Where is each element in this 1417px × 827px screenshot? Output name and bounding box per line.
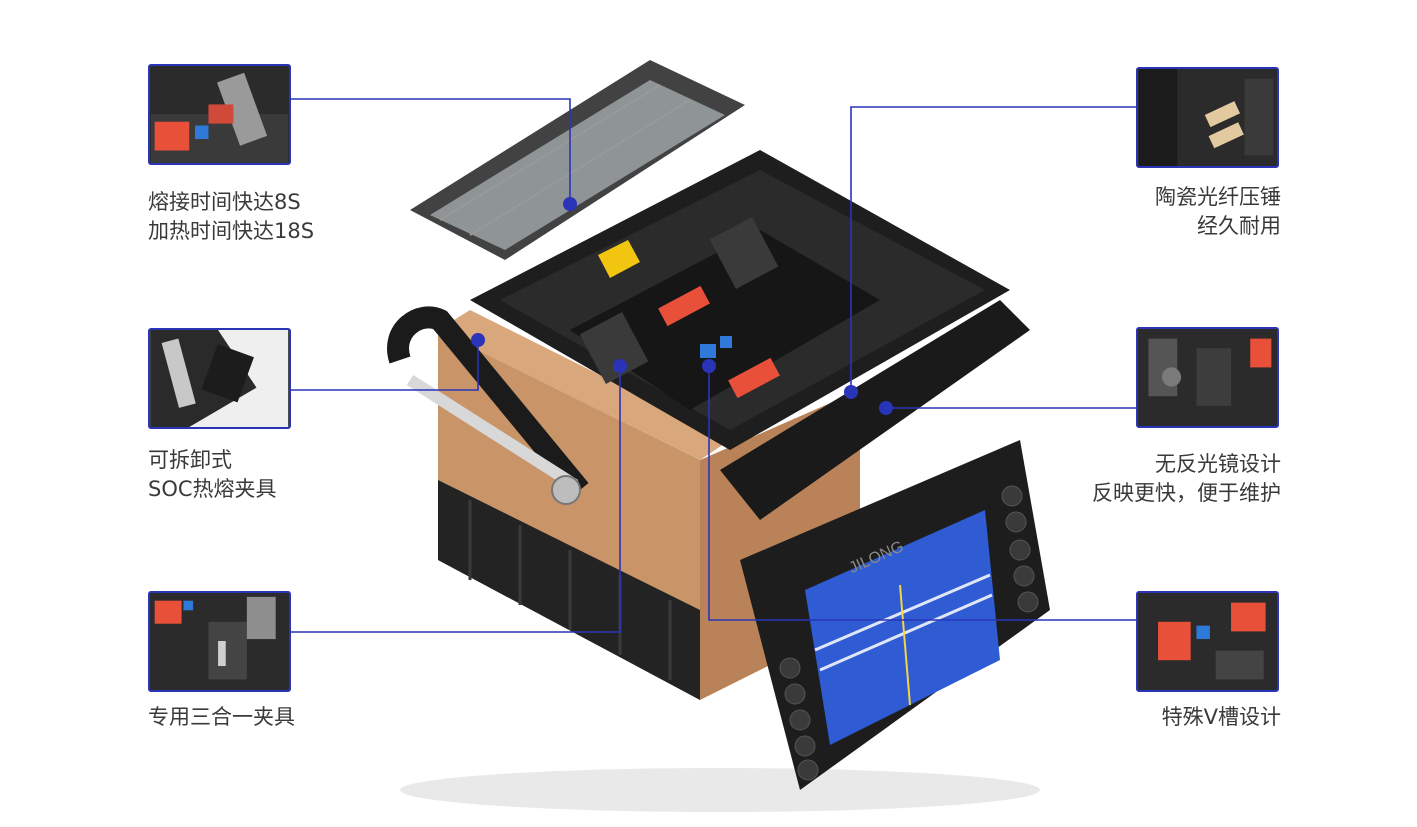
thumbnail-three-in-one-fixture — [148, 591, 291, 692]
thumbnail-fusion-clamp — [148, 64, 291, 165]
caption-ceramic-hammer: 陶瓷光纤压锤经久耐用 — [1155, 185, 1281, 238]
thumbnail-ceramic-hammer — [1136, 67, 1279, 168]
caption-three-in-one-fixture: 专用三合一夹具 — [148, 705, 295, 729]
thumbnail-v-groove — [1136, 591, 1279, 692]
thumbnail-detachable-heater — [148, 328, 291, 429]
caption-v-groove: 特殊V槽设计 — [1161, 705, 1281, 729]
thumbnail-anti-reflection — [1136, 327, 1279, 428]
caption-anti-reflection: 无反光镜设计反映更快，便于维护 — [1092, 452, 1281, 505]
